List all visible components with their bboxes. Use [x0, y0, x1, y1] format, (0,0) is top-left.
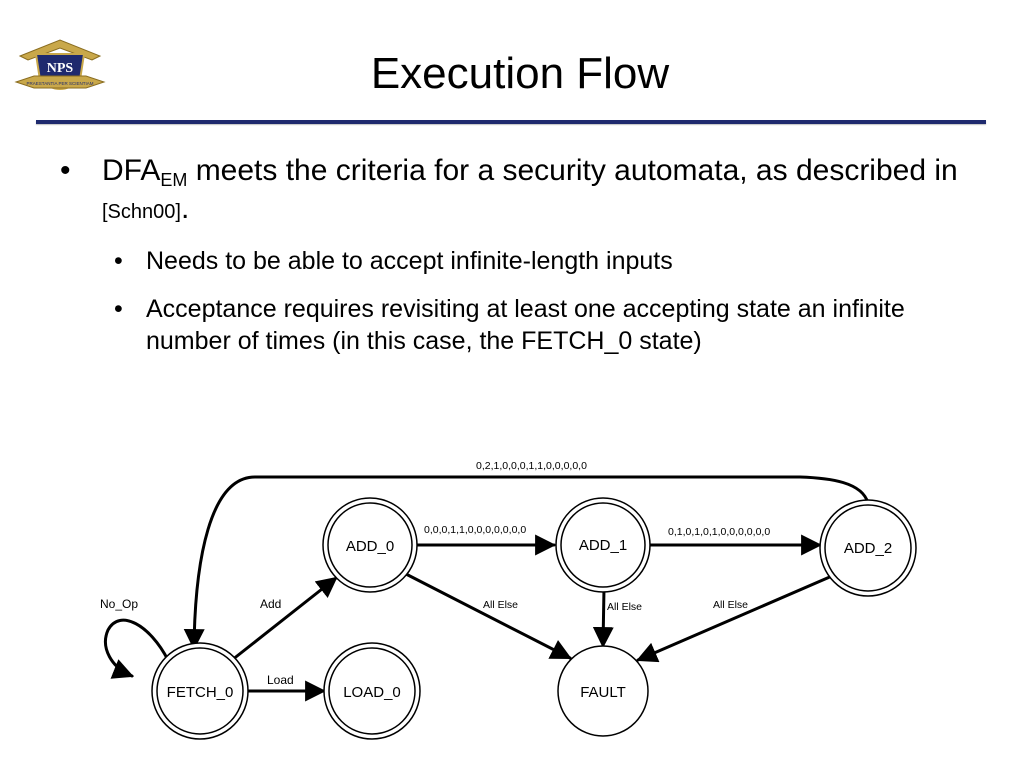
edge-add1-fault — [592, 586, 614, 649]
sub-bullet-dot-icon: • — [114, 295, 123, 323]
edge-add0-fault — [402, 571, 572, 660]
bullet-dot-icon: • — [60, 154, 71, 187]
sub-bullet-text: Acceptance requires revisiting at least … — [146, 295, 905, 355]
label-add: Add — [260, 597, 281, 611]
state-add-1 — [555, 497, 651, 593]
state-label-add-1: ADD_1 — [579, 537, 627, 554]
title-divider — [36, 120, 986, 124]
nps-logo: NPS PRAESTANTIA PER SCIENTIAM — [14, 39, 106, 90]
bullet-list: • DFAEM meets the criteria for a securit… — [60, 152, 980, 357]
edge-add — [230, 576, 338, 662]
edge-add2-fetch0 — [183, 475, 870, 651]
edge-add2-fault — [636, 574, 834, 663]
label-add1-add2: 0,1,0,1,0,1,0,0,0,0,0,0 — [668, 526, 770, 538]
state-fault — [557, 645, 649, 737]
state-add-2 — [819, 499, 917, 597]
label-no-op: No_Op — [100, 597, 138, 611]
label-add0-else: All Else — [483, 599, 518, 611]
state-label-load-0: LOAD_0 — [343, 684, 401, 701]
dfa-prefix: DFA — [102, 154, 161, 187]
label-add1-else: All Else — [607, 601, 642, 613]
bullet-text: meets the criteria for a security automa… — [187, 154, 958, 187]
bullet-suffix: . — [180, 192, 190, 225]
edge-no-op — [104, 618, 170, 679]
label-add2-else: All Else — [713, 599, 748, 611]
state-diagram: FETCH_0 LOAD_0 ADD_0 ADD_1 ADD_2 FAULT N… — [100, 460, 917, 740]
state-add-0 — [322, 497, 418, 593]
state-label-add-2: ADD_2 — [844, 540, 892, 557]
label-load: Load — [267, 673, 294, 687]
logo-text: NPS — [47, 61, 74, 76]
state-label-fetch-0: FETCH_0 — [167, 684, 234, 701]
logo-motto: PRAESTANTIA PER SCIENTIAM — [27, 81, 94, 86]
sub-bullet-item: • Acceptance requires revisiting at leas… — [60, 293, 980, 357]
citation: [Schn00] — [102, 201, 181, 223]
state-fetch-0 — [151, 642, 249, 740]
state-label-add-0: ADD_0 — [346, 538, 394, 555]
state-load-0 — [323, 642, 421, 740]
sub-bullet-text: Needs to be able to accept infinite-leng… — [146, 247, 673, 275]
state-label-fault: FAULT — [580, 684, 626, 701]
label-add2-fetch0: 0,2,1,0,0,0,1,1,0,0,0,0,0 — [476, 460, 587, 472]
slide-title: Execution Flow — [370, 49, 670, 98]
sub-bullet-item: • Needs to be able to accept infinite-le… — [60, 245, 980, 277]
dfa-subscript: EM — [160, 170, 188, 190]
bullet-item: • DFAEM meets the criteria for a securit… — [60, 152, 980, 231]
sub-bullet-dot-icon: • — [114, 247, 123, 275]
label-add0-add1: 0,0,0,1,1,0,0,0,0,0,0,0 — [424, 524, 526, 536]
